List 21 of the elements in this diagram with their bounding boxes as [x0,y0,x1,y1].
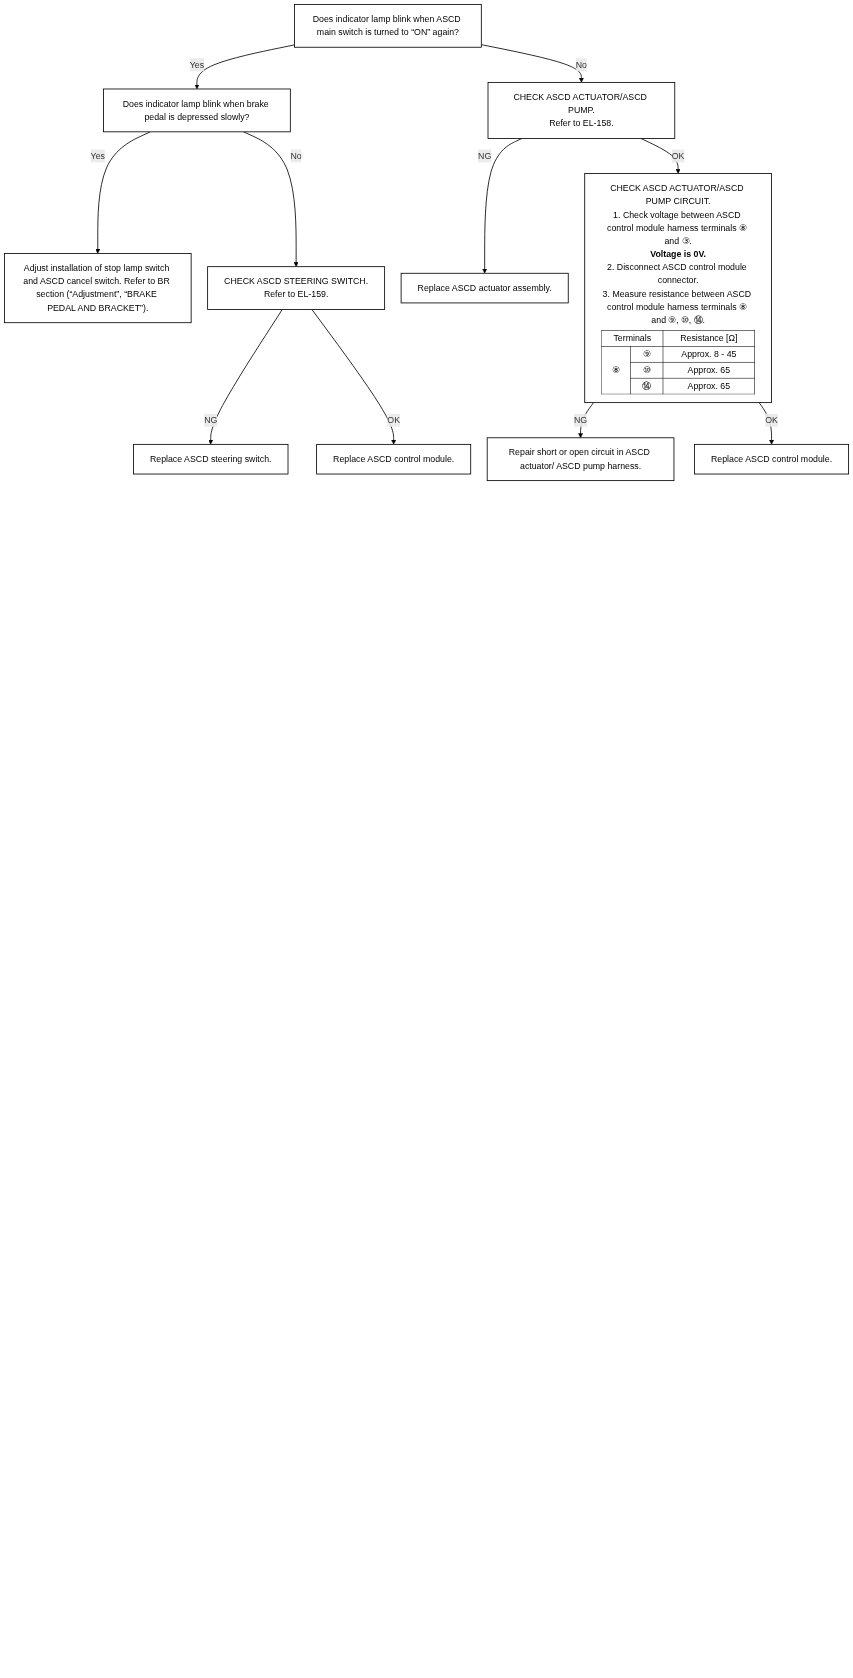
edge-label: No [290,151,302,161]
node-box: Replace ASCD control module. [694,443,849,475]
edge-label: OK [387,415,401,425]
node-box: Does indicator lamp blink when brake pedal is depressed slowly? [103,88,291,133]
node-box: CHECK ASCD ACTUATOR/ASCD PUMP CIRCUIT. 1. Check voltage between ASCD control module harness terminals ⑧ and ③. Voltage is 0V. 2. Disconnect ASCD control module connector. 3. Measure resistance between ASCD control module harness terminals ⑧ and ⑨, ⑩, ⑭. Terminals Resistance [Ω] ⑧ ⑨ Approx. 8 - 45 ⑩ Approx. 65 ⑭ Approx. 65 [584,173,772,404]
node-box: Replace ASCD actuator assembly. [400,272,569,304]
node-box: CHECK ASCD STEERING SWITCH. Refer to EL-159. [207,266,386,310]
node-box: Replace ASCD steering switch. [133,443,289,475]
edge-label: No [575,59,587,70]
edge-label: OK [671,151,685,161]
node-box: CHECK ASCD ACTUATOR/ASCD PUMP. Refer to EL-158. [487,82,676,139]
edge-label: Yes [90,151,105,161]
node-box: Replace ASCD control module. [316,443,472,475]
edge-label: NG [573,415,588,425]
edge-label: OK [765,415,778,425]
edge-label: NG [478,151,492,161]
node-box: Repair short or open circuit in ASCD actuator/ ASCD pump harness. [486,437,675,482]
edge-label: Yes [189,59,205,70]
edge-label: NG [204,415,218,425]
node-box: Adjust installation of stop lamp switch and ASCD cancel switch. Refer to BR section (“Adjustment”, “BRAKE PEDAL AND BRACKET”). [3,253,192,324]
node-box: Does indicator lamp blink when ASCD main switch is turned to “ON” again? [294,3,482,48]
